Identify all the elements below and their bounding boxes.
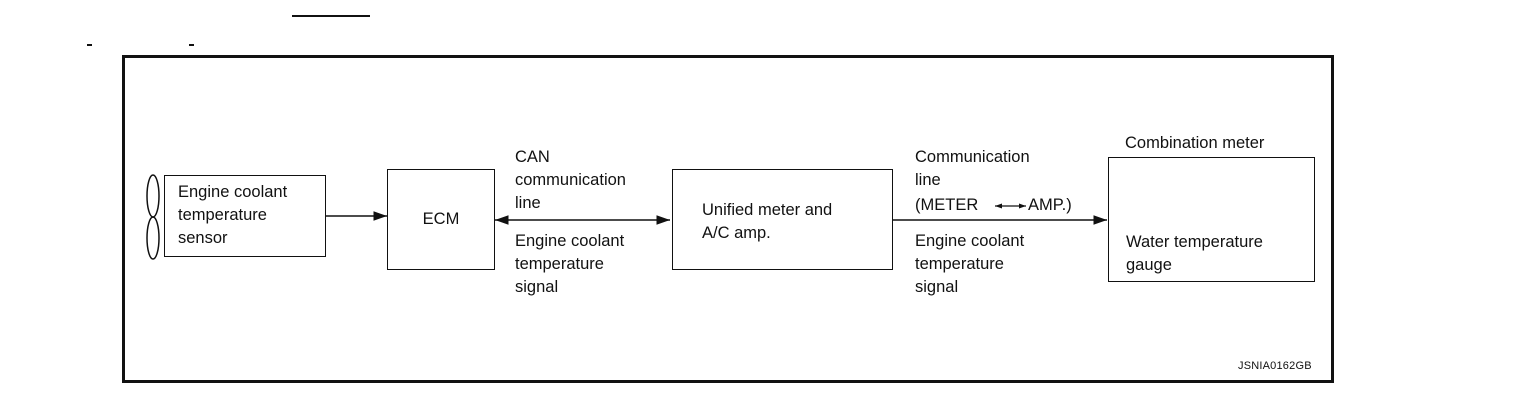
coolant-sensor-box: Engine coolant temperature sensor: [164, 175, 326, 257]
scan-mark: [189, 44, 194, 46]
combination-meter-title: Combination meter: [1125, 134, 1265, 152]
water-temp-gauge-label: Water temperature gauge: [1126, 233, 1263, 274]
comm-line-meter-label: (METER: [915, 196, 979, 214]
unified-meter-label: Unified meter and A/C amp.: [702, 201, 833, 242]
ecm-box: ECM: [387, 169, 495, 270]
sensor-symbol-icon: [146, 174, 160, 260]
scan-mark: [292, 15, 370, 17]
ecm-label: ECM: [422, 210, 460, 228]
unified-meter-box: Unified meter and A/C amp.: [672, 169, 893, 270]
can-line-top-label: CAN communication line: [515, 148, 626, 212]
diagram-frame: [122, 55, 1334, 383]
can-line-bottom-label: Engine coolant temperature signal: [515, 232, 625, 296]
scan-mark: [87, 44, 92, 46]
comm-line-bottom-label: Engine coolant temperature signal: [915, 232, 1025, 296]
coolant-sensor-label: Engine coolant temperature sensor: [178, 183, 288, 247]
comm-line-amp-label: AMP.): [1028, 196, 1072, 214]
combination-meter-box: Water temperature gauge: [1108, 157, 1315, 282]
comm-line-top-label: Communication line: [915, 148, 1030, 189]
figure-code: JSNIA0162GB: [1238, 360, 1312, 372]
